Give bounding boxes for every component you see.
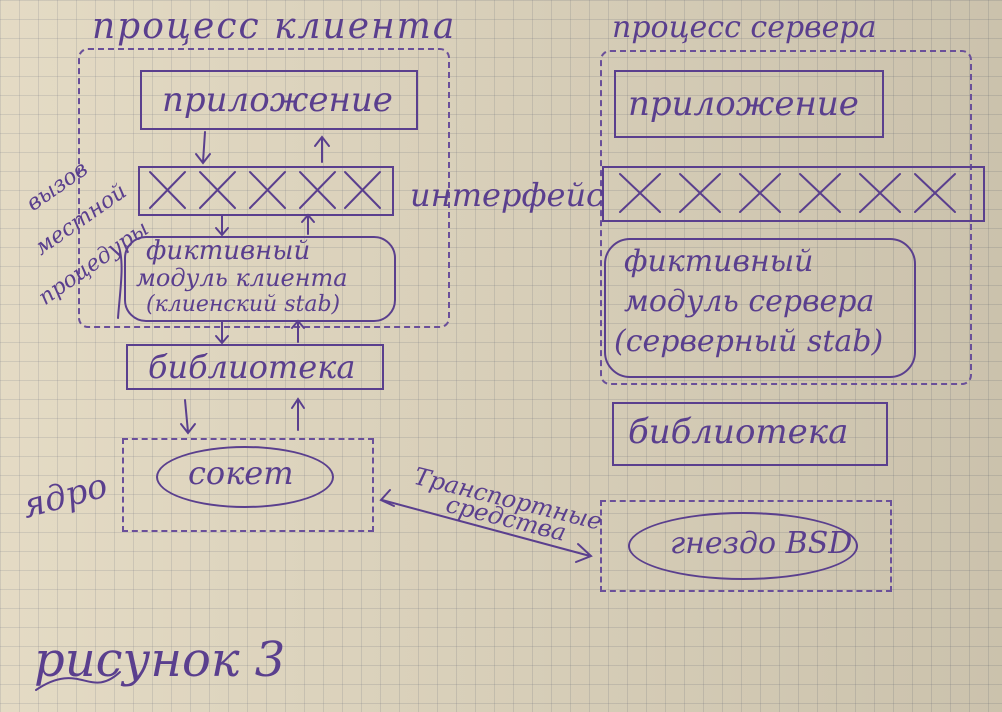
local-call-connector: [117, 243, 123, 319]
server-process-title: процесс сервера: [612, 10, 877, 45]
transport-arrow: [379, 489, 593, 563]
server-stub-line-3: (серверный stab): [614, 324, 884, 359]
server-socket-label: гнездо BSD: [670, 526, 853, 561]
server-library-box: библиотека: [612, 402, 888, 466]
client-kernel-region: [122, 438, 374, 532]
server-app-label: приложение: [628, 84, 859, 124]
server-stub-line-2: модуль сервера: [624, 284, 875, 319]
arrow-iface-down: [215, 215, 229, 237]
client-app-box: приложение: [140, 70, 418, 130]
server-kernel-region: [600, 500, 892, 592]
client-process-title: процесс клиента: [92, 6, 457, 47]
interface-label: интерфейс: [410, 176, 604, 214]
client-stub-line-3: (клиенский stab): [146, 292, 341, 317]
server-process-region: [600, 50, 972, 385]
client-app-label: приложение: [162, 80, 393, 120]
caption-underline-flourish: [35, 671, 121, 691]
client-interface-bar: [138, 166, 394, 216]
server-socket-ellipse: гнездо BSD: [628, 512, 858, 580]
arrow-stub-down: [215, 321, 229, 345]
server-library-label: библиотека: [628, 412, 849, 452]
server-stub-line-1: фиктивный: [624, 244, 814, 279]
client-library-label: библиотека: [148, 348, 356, 386]
client-library-box: библиотека: [126, 344, 384, 390]
client-socket-label: сокет: [188, 454, 294, 492]
server-app-box: приложение: [614, 70, 884, 138]
arrow-app-up: [314, 135, 330, 163]
server-stub-box: [604, 238, 916, 378]
client-interface-crosses: [149, 171, 381, 209]
server-interface-crosses: [619, 173, 956, 213]
client-stub-box: [124, 236, 396, 322]
client-stub-line-1: фиктивный: [146, 236, 311, 266]
arrow-iface-up: [301, 213, 315, 235]
client-process-region: [78, 48, 450, 328]
server-interface-bar: [602, 166, 985, 222]
arrow-stub-up: [291, 319, 305, 343]
arrow-lib-up: [291, 397, 305, 431]
client-socket-ellipse: сокет: [156, 446, 334, 508]
client-stub-line-2: модуль клиента: [136, 264, 348, 292]
arrow-app-down: [195, 131, 211, 165]
arrow-lib-down: [180, 399, 196, 435]
